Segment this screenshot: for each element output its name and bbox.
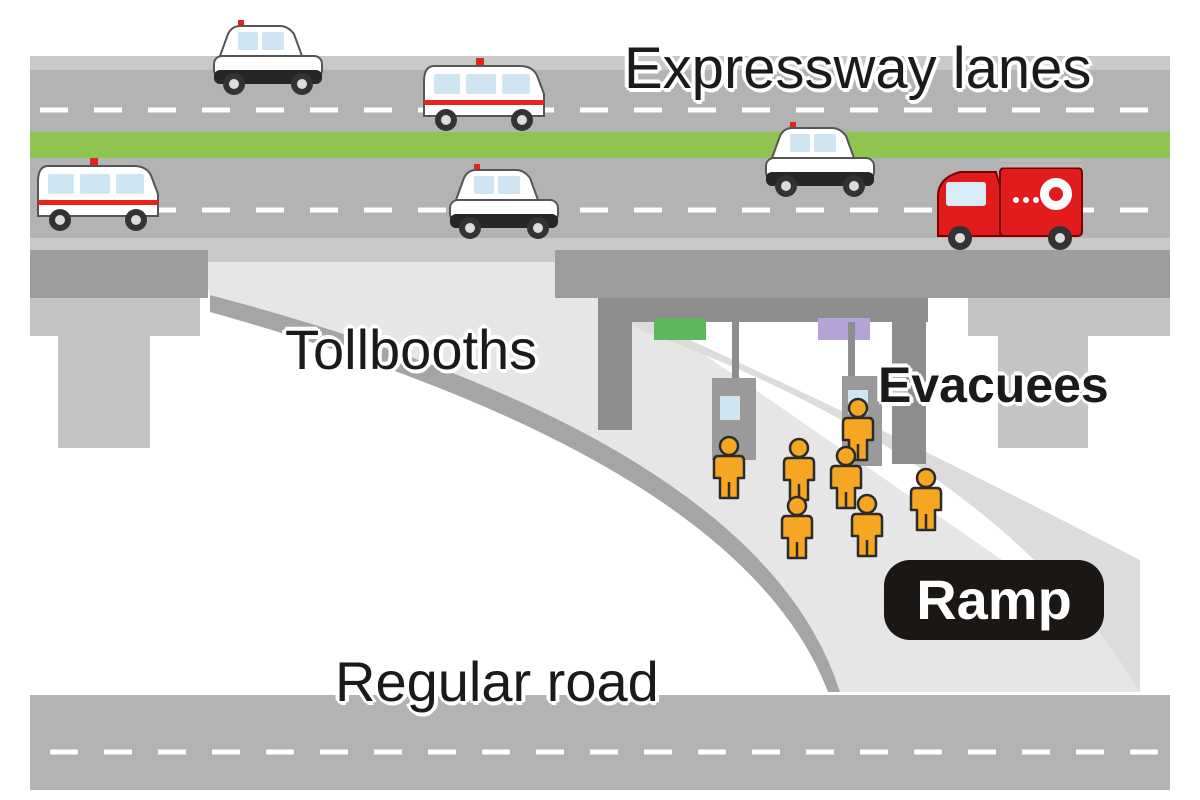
expressway-lanes-label: Expressway lanes (624, 36, 1092, 101)
fire-truck-icon (937, 158, 1083, 250)
tollbooth-gate (598, 292, 928, 464)
support-pillars (30, 298, 1170, 448)
ramp-label: Ramp (884, 560, 1104, 640)
tollbooths-label: Tollbooths (285, 318, 538, 381)
evacuees-label: Evacuees (878, 357, 1109, 413)
police-car-icon (213, 19, 323, 96)
regular-road-label: Regular road (335, 650, 659, 713)
regular-road (30, 695, 1170, 790)
